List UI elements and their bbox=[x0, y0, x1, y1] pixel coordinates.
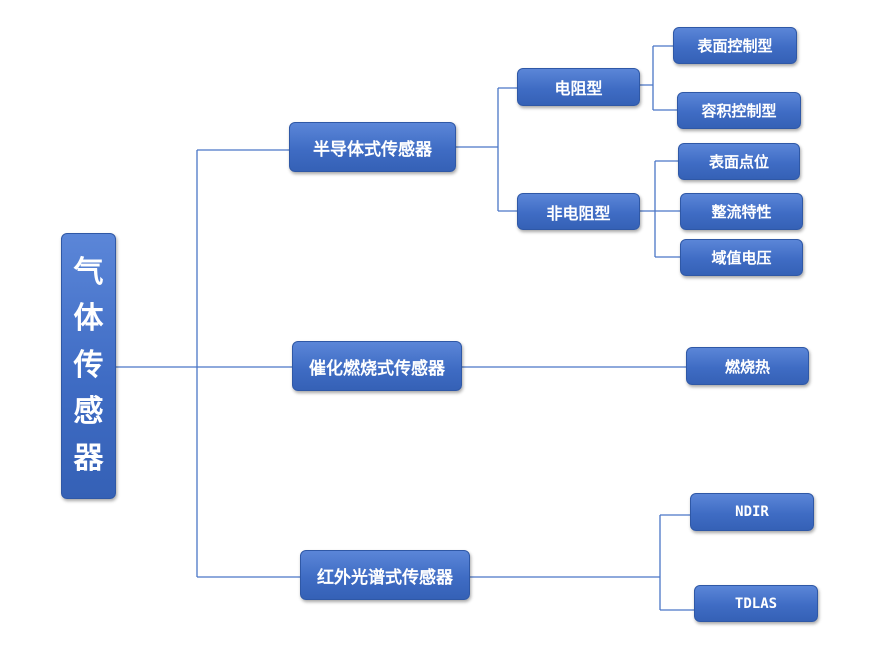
node-catalytic-label: 催化燃烧式传感器 bbox=[309, 358, 445, 379]
leaf-threshold-voltage: 域值电压 bbox=[680, 239, 803, 276]
leaf-tdlas: TDLAS bbox=[694, 585, 818, 622]
leaf-combustion-heat-label: 燃烧热 bbox=[724, 357, 770, 376]
root-char-2: 体 bbox=[73, 301, 104, 337]
leaf-ndir-label: NDIR bbox=[735, 504, 769, 520]
leaf-volume-control-label: 容积控制型 bbox=[701, 102, 777, 120]
root-char-3: 传 bbox=[73, 347, 104, 383]
node-resistive: 电阻型 bbox=[517, 68, 640, 106]
leaf-threshold-voltage-label: 域值电压 bbox=[711, 249, 772, 267]
leaf-surface-control-label: 表面控制型 bbox=[697, 37, 773, 55]
node-catalytic-sensor: 催化燃烧式传感器 bbox=[292, 341, 462, 391]
leaf-volume-control: 容积控制型 bbox=[677, 92, 801, 129]
leaf-tdlas-label: TDLAS bbox=[734, 595, 778, 612]
node-infrared-sensor: 红外光谱式传感器 bbox=[300, 550, 470, 600]
connector-infrared bbox=[470, 514, 694, 611]
leaf-combustion-heat: 燃烧热 bbox=[686, 347, 809, 385]
node-non-resistive: 非电阻型 bbox=[517, 193, 640, 230]
node-semiconductor-label: 半导体式传感器 bbox=[313, 139, 432, 160]
root-char-5: 器 bbox=[73, 440, 104, 476]
root-char-1: 气 bbox=[73, 254, 104, 290]
connector-resistive bbox=[640, 45, 677, 111]
leaf-rectification: 整流特性 bbox=[680, 193, 803, 230]
leaf-surface-control: 表面控制型 bbox=[673, 27, 797, 64]
connector-semiconductor bbox=[456, 87, 517, 212]
node-semiconductor-sensor: 半导体式传感器 bbox=[289, 122, 456, 172]
root-char-4: 感 bbox=[73, 394, 104, 430]
leaf-surface-potential: 表面点位 bbox=[678, 143, 800, 180]
connector-non-resistive bbox=[640, 160, 680, 258]
connector-root-trunk bbox=[116, 150, 198, 577]
node-non-resistive-label: 非电阻型 bbox=[546, 203, 611, 223]
leaf-ndir: NDIR bbox=[690, 493, 814, 531]
node-resistive-label: 电阻型 bbox=[554, 79, 603, 98]
leaf-surface-potential-label: 表面点位 bbox=[708, 153, 769, 171]
leaf-rectification-label: 整流特性 bbox=[711, 203, 772, 221]
root-node-gas-sensor: 气 体 传 感 器 bbox=[61, 233, 116, 499]
node-infrared-label: 红外光谱式传感器 bbox=[317, 567, 453, 588]
